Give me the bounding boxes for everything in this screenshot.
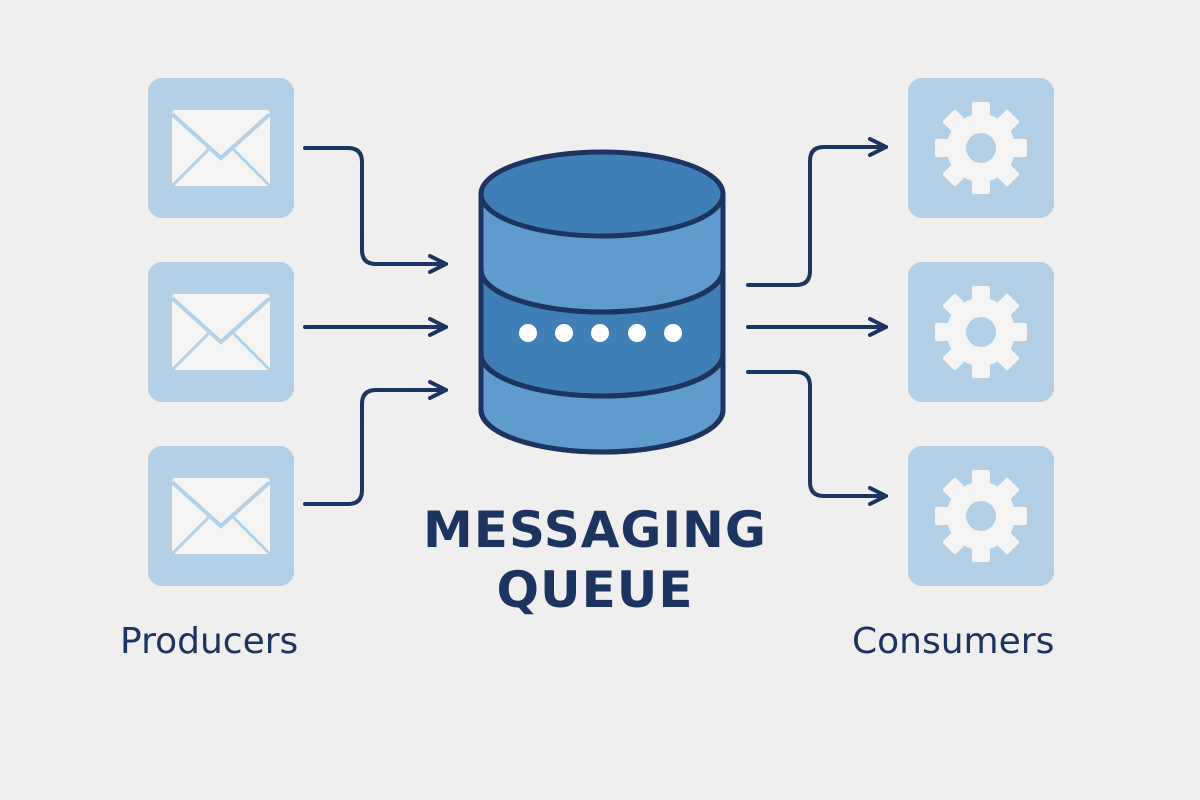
producer-1-arrow [303,146,448,274]
producer-3-arrow [303,380,448,506]
title-line-2: QUEUE [496,561,694,619]
gear-icon [935,102,1027,194]
producer-2 [148,262,294,402]
queue-dot [555,324,573,342]
envelope-icon [170,110,272,188]
consumer-2 [908,262,1054,402]
consumer-3-arrow [746,370,888,506]
queue-dot [519,324,537,342]
gear-icon [935,470,1027,562]
producer-1 [148,78,294,218]
gear-icon [935,286,1027,378]
database-icon [478,149,726,455]
producer-3 [148,446,294,586]
producers-label: Producers [120,621,299,662]
queue-dot [628,324,646,342]
consumers-label: Consumers [852,621,1055,662]
envelope-icon [170,478,272,556]
consumer-3 [908,446,1054,586]
diagram-title: MESSAGING QUEUE [390,500,800,620]
consumer-1-arrow [746,137,888,287]
queue-dots [519,324,682,342]
envelope-icon [170,294,272,372]
queue-dot [664,324,682,342]
title-line-1: MESSAGING [423,501,767,559]
queue-dot [591,324,609,342]
consumer-1 [908,78,1054,218]
